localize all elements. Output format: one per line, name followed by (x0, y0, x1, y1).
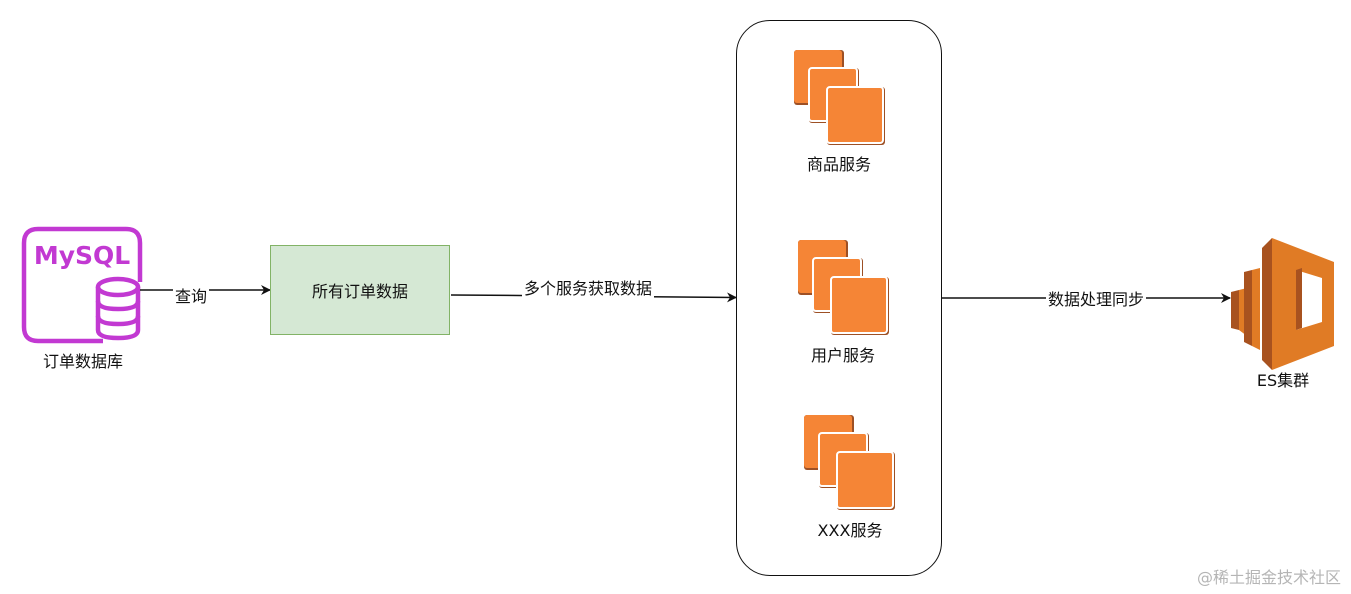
elasticsearch-cluster-icon (1231, 238, 1334, 370)
mysql-logo-text: MySQL (34, 241, 130, 270)
service-xxx-icon (804, 415, 895, 510)
service-goods-label: 商品服务 (806, 155, 872, 174)
es-cluster-label: ES集群 (1256, 371, 1310, 390)
mysql-db-label: 订单数据库 (42, 352, 124, 371)
edge-query-label: 查询 (172, 287, 210, 307)
edge-sync-label: 数据处理同步 (1045, 290, 1147, 310)
mysql-database-icon: MySQL (21, 226, 143, 344)
order-data-node: 所有订单数据 (270, 245, 450, 335)
service-user-label: 用户服务 (810, 346, 876, 365)
service-goods-icon (794, 50, 885, 145)
watermark-text: @稀土掘金技术社区 (1196, 568, 1341, 587)
edge-fetch-label: 多个服务获取数据 (521, 279, 655, 299)
service-user-icon (798, 240, 889, 335)
service-xxx-label: XXX服务 (817, 521, 883, 540)
order-data-label: 所有订单数据 (311, 282, 408, 301)
edge-fetch (450, 292, 737, 303)
